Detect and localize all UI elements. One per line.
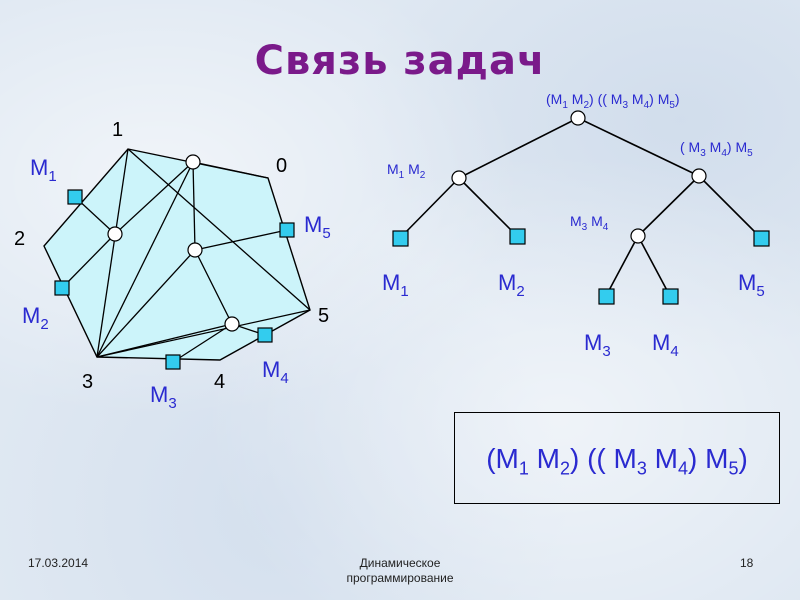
footer-topic-line1: Динамическое [359,556,441,570]
tree-leaf-m5 [753,230,770,247]
vertex-label-4: 4 [214,371,225,393]
tree-inner-label: M3 M4 [570,213,609,233]
formula-text: (M1 M2) (( M3 M4) M5) [486,443,748,479]
triangle-nodes [107,154,240,332]
tree-node-right [691,168,707,184]
dual-graph-edges [61,161,288,363]
chord-1-5 [127,148,311,311]
tree-node-labels: (M1 M2) (( M3 M4) M5) ( M3 M4) M5 M1 M2 … [387,91,753,233]
dual-edge-i [96,161,194,358]
tree-edges [399,117,762,297]
tree-leaf-label-m5: M5 [738,270,765,300]
dual-edge-d [192,161,196,251]
triangle-node-2 [107,226,123,242]
tree-leaf-label-m1: M1 [382,270,409,300]
tree-node-root [570,110,586,126]
tree-edge-root-right [577,117,700,177]
footer-page-number: 18 [740,556,754,570]
dual-edge-j [96,249,196,358]
vertex-label-5: 5 [318,305,329,327]
tree-leaf-m2 [509,228,526,245]
triangle-node-4 [224,316,240,332]
poly-label-m5: M5 [304,212,331,242]
edge-node-m3 [165,354,181,370]
poly-label-m3: M3 [150,382,177,412]
poly-label-m1: M1 [30,155,57,185]
tree-leaf-m1 [392,230,409,247]
tree-edge-inner-m4 [637,235,671,297]
polygon-matrix-labels: M1 M2 M3 M4 M5 [22,155,331,412]
expression-tree: (M1 M2) (( M3 M4) M5) ( M3 M4) M5 M1 M2 … [382,91,770,360]
vertex-label-2: 2 [14,228,25,250]
chord-1-3 [96,148,129,358]
dual-edge-b [61,233,116,289]
tree-leaf-label-m3: M3 [584,330,611,360]
polygon-triangulation: 0 1 2 3 4 5 M1 M2 M3 M4 M5 [14,119,331,412]
tree-edge-left-m1 [399,177,460,239]
formula-box: (M1 M2) (( M3 M4) M5) [454,412,780,504]
tree-leaf-label-m2: M2 [498,270,525,300]
tree-edge-right-m5 [698,175,762,239]
tree-edge-right-inner [637,175,700,237]
dual-edge-k [96,323,233,358]
poly-label-m4: M4 [262,357,289,387]
edge-node-m4 [257,327,273,343]
tree-edge-left-m2 [458,177,518,237]
tree-leaf-labels: M1 M2 M3 M4 M5 [382,270,765,360]
dual-edge-l [192,161,269,179]
chord-3-5 [96,309,311,358]
footer-topic-line2: программирование [346,571,454,585]
vertex-label-3: 3 [82,371,93,393]
tree-leaf-m4 [662,288,679,305]
edge-node-m1 [67,189,83,205]
footer-date: 17.03.2014 [28,556,89,570]
tree-node-inner [630,228,646,244]
tree-internal-nodes [451,110,707,244]
tree-leaf-label-m4: M4 [652,330,679,360]
tree-edge-root-left [458,117,579,179]
vertex-label-0: 0 [276,155,287,177]
slide-title: Связь задач [254,38,546,84]
tree-node-left [451,170,467,186]
triangulation-chords [96,148,311,358]
tree-root-label: (M1 M2) (( M3 M4) M5) [546,91,680,111]
triangle-node-1 [185,154,201,170]
edge-node-m2 [54,280,70,296]
dual-edge-e [194,229,288,251]
tree-edge-inner-m3 [605,235,639,297]
footer-topic: Динамическое программирование [300,556,500,586]
triangle-node-3 [187,242,203,258]
tree-leaf-nodes [392,228,770,305]
dual-edge-f [194,249,233,325]
dual-edge-c [114,161,194,235]
tree-leaf-m3 [598,288,615,305]
matrix-edge-nodes [54,189,295,370]
dual-edge-g [172,323,233,363]
edge-node-m5 [279,222,295,238]
poly-label-m2: M2 [22,303,49,333]
tree-left-label: M1 M2 [387,161,426,181]
tree-right-label: ( M3 M4) M5 [680,139,753,159]
vertex-labels: 0 1 2 3 4 5 [14,119,329,393]
vertex-label-1: 1 [112,119,123,141]
